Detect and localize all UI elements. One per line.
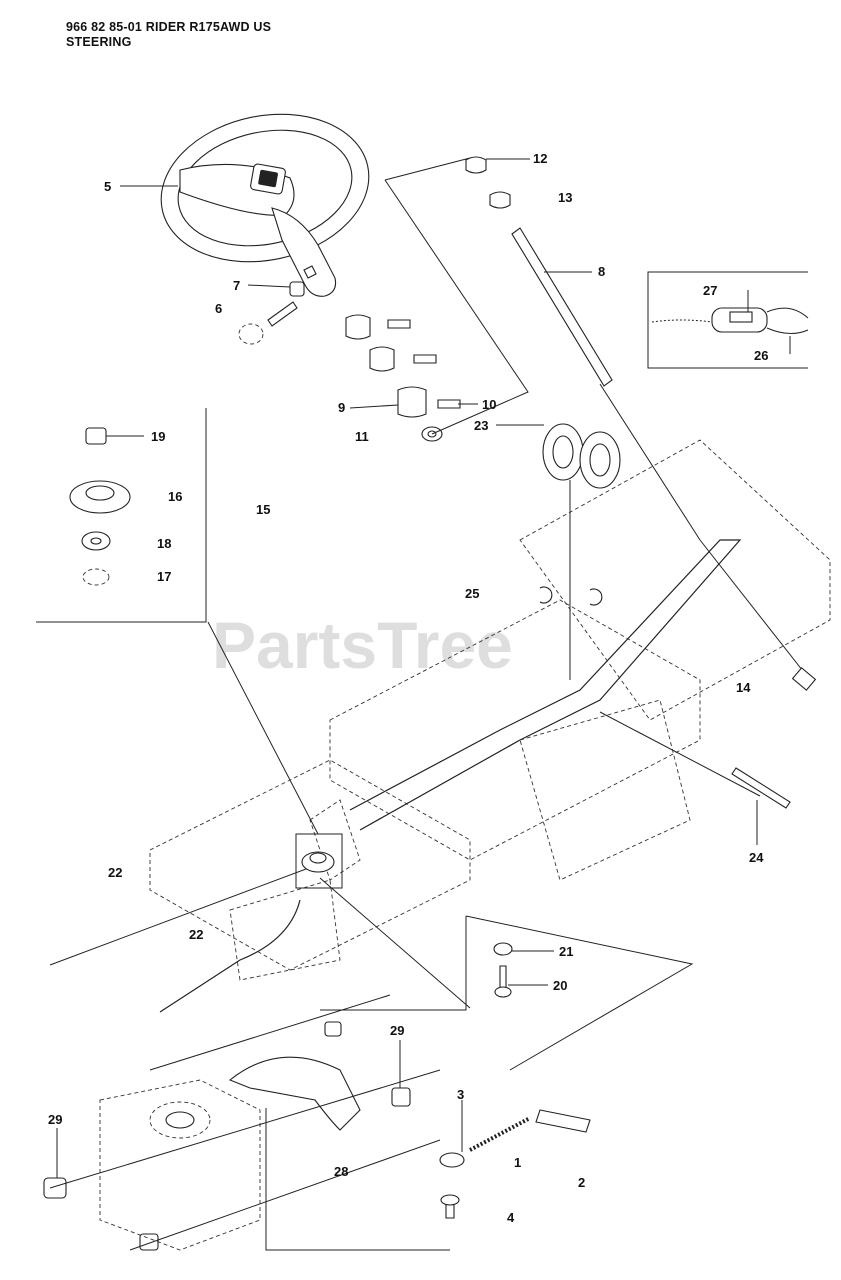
steering-wheel <box>160 113 370 297</box>
callout-22a: 22 <box>108 865 122 880</box>
callout-13: 13 <box>558 190 572 205</box>
callout-26: 26 <box>754 348 768 363</box>
callout-24: 24 <box>749 850 764 865</box>
callout-18: 18 <box>157 536 171 551</box>
callout-27: 27 <box>703 283 717 298</box>
leader-lines <box>56 158 791 1178</box>
callout-22b: 22 <box>189 927 203 942</box>
detail-box-15 <box>36 408 207 623</box>
callout-9: 9 <box>338 400 345 415</box>
callout-6: 6 <box>215 301 222 316</box>
callout-29a: 29 <box>390 1023 404 1038</box>
wheel-cap-parts <box>238 265 317 345</box>
callout-labels: 1 2 3 4 5 6 7 8 9 10 11 12 13 14 15 16 1… <box>48 151 768 1225</box>
callout-7: 7 <box>233 278 240 293</box>
callout-23: 23 <box>474 418 488 433</box>
bolt-20-21 <box>493 942 513 998</box>
diagram-subtitle: STEERING <box>66 35 132 49</box>
callout-4: 4 <box>507 1210 515 1225</box>
column-top-parts <box>465 156 511 209</box>
callout-10: 10 <box>482 397 496 412</box>
tractor-frame <box>149 439 831 981</box>
callout-11: 11 <box>355 429 369 444</box>
callout-2: 2 <box>578 1175 585 1190</box>
clips <box>539 586 603 606</box>
callout-8: 8 <box>598 264 605 279</box>
callout-21: 21 <box>559 944 573 959</box>
callout-20: 20 <box>553 978 567 993</box>
spring-pedal <box>439 1109 591 1219</box>
watermark: PartsTree <box>212 608 513 682</box>
callout-14: 14 <box>736 680 751 695</box>
detail-box-26-27 <box>647 271 809 369</box>
callout-1: 1 <box>514 1155 521 1170</box>
callout-16: 16 <box>168 489 182 504</box>
callout-15: 15 <box>256 502 270 517</box>
callout-12: 12 <box>533 151 547 166</box>
rod-24 <box>599 711 791 809</box>
callout-5: 5 <box>104 179 111 194</box>
transmission <box>99 1079 261 1251</box>
column-bushings <box>345 314 461 442</box>
lower-bracket <box>43 1021 411 1251</box>
callout-29b: 29 <box>48 1112 62 1127</box>
callout-19: 19 <box>151 429 165 444</box>
callout-28: 28 <box>334 1164 348 1179</box>
callout-3: 3 <box>457 1087 464 1102</box>
callout-25: 25 <box>465 586 479 601</box>
diagram-title: 966 82 85-01 RIDER R175AWD US <box>66 20 272 34</box>
steering-shaft <box>511 227 817 691</box>
callout-17: 17 <box>157 569 171 584</box>
pulleys <box>542 423 621 680</box>
